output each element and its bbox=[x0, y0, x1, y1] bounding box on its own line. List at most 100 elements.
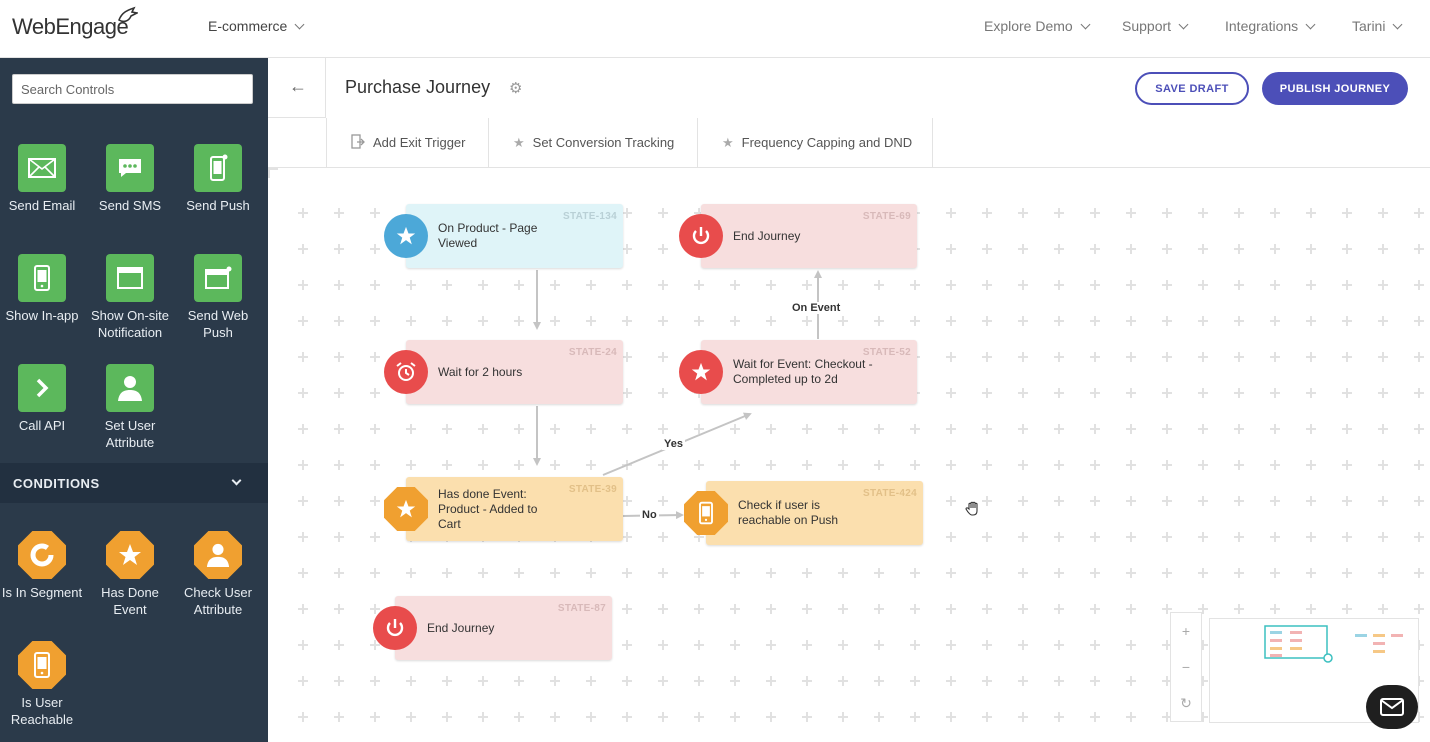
chevron-down-icon bbox=[1178, 19, 1189, 30]
chevron-down-icon bbox=[1305, 19, 1316, 30]
nav-integrations[interactable]: Integrations bbox=[1225, 18, 1316, 34]
node-state-69[interactable]: STATE-69 End Journey bbox=[679, 204, 917, 268]
grid-plus-mark bbox=[658, 244, 668, 254]
grid-plus-mark bbox=[1306, 280, 1316, 290]
grid-plus-mark bbox=[406, 568, 416, 578]
grid-plus-mark bbox=[910, 676, 920, 686]
grid-plus-mark bbox=[1126, 712, 1136, 722]
tool-has-done-event[interactable]: Has Done Event bbox=[86, 531, 174, 618]
grid-plus-mark bbox=[1342, 532, 1352, 542]
nav-support[interactable]: Support bbox=[1122, 18, 1189, 34]
grid-plus-mark bbox=[658, 316, 668, 326]
grid-plus-mark bbox=[1162, 676, 1172, 686]
grid-plus-mark bbox=[982, 352, 992, 362]
grid-plus-mark bbox=[946, 460, 956, 470]
node-state-52[interactable]: STATE-52 Wait for Event: Checkout - Comp… bbox=[679, 340, 917, 404]
grid-plus-mark bbox=[982, 712, 992, 722]
nav-explore-demo[interactable]: Explore Demo bbox=[984, 18, 1091, 34]
tool-show-on-site-notification[interactable]: Show On-site Notification bbox=[86, 254, 174, 341]
node-state-424[interactable]: STATE-424 Check if user is reachable on … bbox=[684, 481, 923, 545]
reset-zoom-button[interactable]: ↻ bbox=[1180, 694, 1192, 711]
grid-plus-mark bbox=[586, 424, 596, 434]
grid-plus-mark bbox=[1198, 712, 1208, 722]
grid-plus-mark bbox=[298, 496, 308, 506]
grid-plus-mark bbox=[370, 280, 380, 290]
grid-plus-mark bbox=[298, 352, 308, 362]
segment-icon bbox=[18, 531, 66, 579]
grid-plus-mark bbox=[442, 568, 452, 578]
gear-icon[interactable]: ⚙ bbox=[509, 80, 523, 97]
grid-plus-mark bbox=[838, 604, 848, 614]
nav-user-menu[interactable]: Tarini bbox=[1352, 18, 1403, 34]
grid-plus-mark bbox=[1090, 676, 1100, 686]
grid-plus-mark bbox=[1162, 568, 1172, 578]
grid-plus-mark bbox=[982, 460, 992, 470]
zoom-out-button[interactable]: − bbox=[1181, 659, 1191, 675]
grid-plus-mark bbox=[1126, 496, 1136, 506]
grid-plus-mark bbox=[442, 712, 452, 722]
grid-plus-mark bbox=[1414, 244, 1424, 254]
bird-icon bbox=[118, 6, 138, 23]
journey-title[interactable]: Purchase Journey bbox=[345, 77, 491, 97]
tool-is-in-segment[interactable]: Is In Segment bbox=[0, 531, 86, 601]
grid-plus-mark bbox=[946, 712, 956, 722]
tool-show-in-app[interactable]: Show In-app bbox=[0, 254, 86, 324]
tab-add-exit-trigger[interactable]: Add Exit Trigger bbox=[326, 118, 488, 167]
publish-journey-button[interactable]: PUBLISH JOURNEY bbox=[1262, 72, 1408, 105]
grid-plus-mark bbox=[1198, 532, 1208, 542]
chevron-down-icon[interactable] bbox=[231, 475, 242, 486]
browser-window-icon bbox=[106, 254, 154, 302]
node-state-39[interactable]: STATE-39 Has done Event: Product - Added… bbox=[384, 477, 623, 541]
grid-plus-mark bbox=[514, 316, 524, 326]
chat-support-button[interactable] bbox=[1366, 685, 1418, 729]
tool-send-push[interactable]: Send Push bbox=[174, 144, 262, 214]
tool-send-email[interactable]: Send Email bbox=[0, 144, 86, 214]
grid-plus-mark bbox=[802, 604, 812, 614]
grid-plus-mark bbox=[298, 604, 308, 614]
grid-plus-mark bbox=[622, 244, 632, 254]
grid-plus-mark bbox=[1378, 352, 1388, 362]
search-controls-input[interactable] bbox=[12, 74, 253, 104]
grid-plus-mark bbox=[694, 712, 704, 722]
alarm-clock-icon bbox=[384, 350, 428, 394]
node-state-134[interactable]: STATE-134 On Product - Page Viewed bbox=[384, 204, 623, 268]
back-button[interactable]: ← bbox=[268, 58, 326, 118]
grid-plus-mark bbox=[1378, 424, 1388, 434]
node-state-24[interactable]: STATE-24 Wait for 2 hours bbox=[384, 340, 623, 404]
grid-plus-mark bbox=[1018, 424, 1028, 434]
grid-plus-mark bbox=[1198, 460, 1208, 470]
grid-plus-mark bbox=[1198, 676, 1208, 686]
grid-plus-mark bbox=[1054, 352, 1064, 362]
grid-plus-mark bbox=[370, 712, 380, 722]
grid-plus-mark bbox=[658, 640, 668, 650]
grid-plus-mark bbox=[1378, 532, 1388, 542]
conditions-section-header[interactable]: CONDITIONS bbox=[0, 463, 268, 503]
grid-plus-mark bbox=[1018, 568, 1028, 578]
journey-canvas[interactable]: On Event Yes No STATE-134 On Product - P… bbox=[268, 168, 1430, 742]
grid-plus-mark bbox=[1342, 388, 1352, 398]
grid-plus-mark bbox=[406, 460, 416, 470]
tool-call-api[interactable]: Call API bbox=[0, 364, 86, 434]
grid-plus-mark bbox=[982, 424, 992, 434]
project-selector[interactable]: E-commerce bbox=[208, 18, 305, 34]
tool-is-user-reachable[interactable]: Is User Reachable bbox=[0, 641, 86, 728]
webengage-logo[interactable]: WebEngage bbox=[12, 6, 138, 40]
grid-plus-mark bbox=[1018, 604, 1028, 614]
grid-plus-mark bbox=[1090, 568, 1100, 578]
tab-set-conversion-tracking[interactable]: ★ Set Conversion Tracking bbox=[488, 118, 698, 167]
grid-plus-mark bbox=[802, 280, 812, 290]
grid-plus-mark bbox=[622, 496, 632, 506]
zoom-in-button[interactable]: + bbox=[1181, 623, 1191, 639]
tab-frequency-capping-dnd[interactable]: ★ Frequency Capping and DND bbox=[697, 118, 933, 167]
node-state-87[interactable]: STATE-87 End Journey bbox=[373, 596, 612, 660]
tool-check-user-attribute[interactable]: Check User Attribute bbox=[174, 531, 262, 618]
tool-send-sms[interactable]: Send SMS bbox=[86, 144, 174, 214]
tool-set-user-attribute[interactable]: Set User Attribute bbox=[86, 364, 174, 451]
tool-send-web-push[interactable]: Send Web Push bbox=[174, 254, 262, 341]
save-draft-button[interactable]: SAVE DRAFT bbox=[1135, 72, 1249, 105]
grid-plus-mark bbox=[1270, 424, 1280, 434]
chevron-down-icon bbox=[1393, 19, 1403, 30]
grid-plus-mark bbox=[550, 424, 560, 434]
exit-icon bbox=[351, 133, 365, 152]
grid-plus-mark bbox=[1054, 568, 1064, 578]
